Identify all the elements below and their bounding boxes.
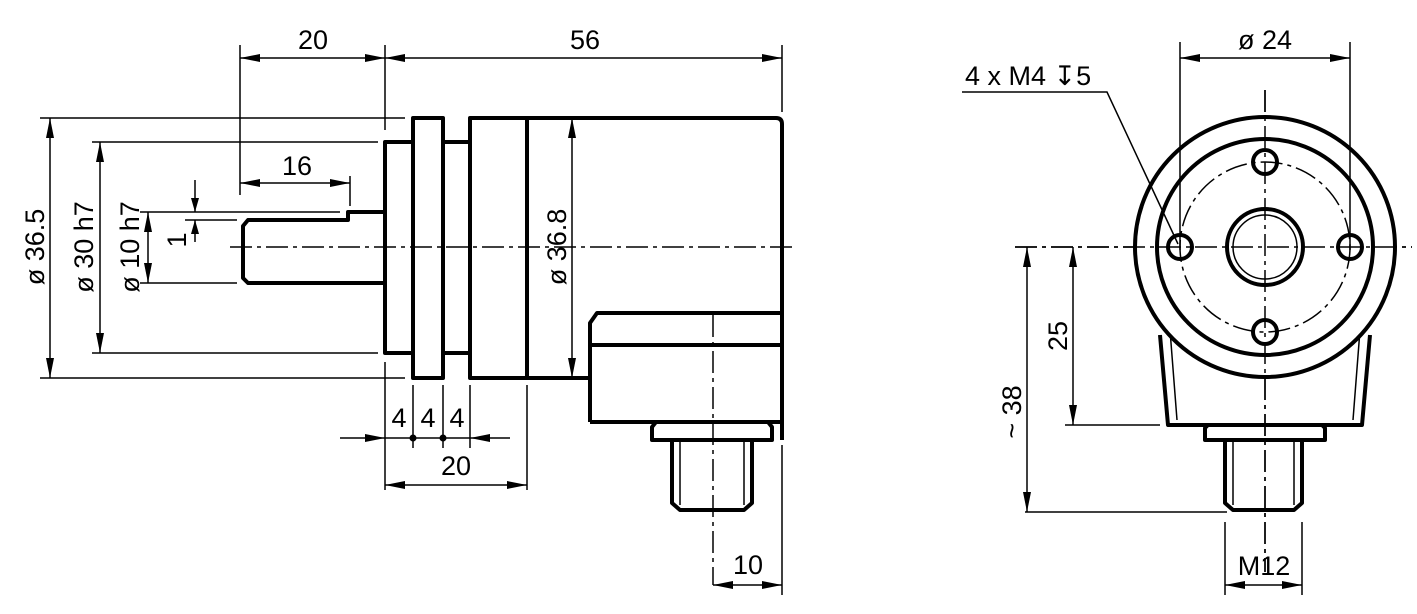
dim-bolt-circle: ø 24 <box>1238 25 1292 55</box>
dim-dia-body: ø 36.8 <box>542 209 572 286</box>
connector-housing <box>588 311 782 424</box>
flange-gap <box>443 140 470 355</box>
dim-dot <box>439 434 447 442</box>
main-body <box>527 116 784 440</box>
dim-connector-offset: 10 <box>733 550 763 580</box>
front-view: ø 24 4 x M4 ↧5 25 ~ 38 M12 <box>962 25 1412 595</box>
dim-flange-c: 4 <box>449 403 464 433</box>
dim-flange-total: 20 <box>441 451 471 481</box>
dim-dia-spigot: ø 30 h7 <box>69 201 99 293</box>
connector-thread <box>670 440 754 512</box>
flat-arrows <box>191 198 199 234</box>
leader-line <box>962 91 1179 245</box>
dim-flat-depth: 1 <box>162 232 192 247</box>
dim-overall-height: ~ 38 <box>997 385 1027 438</box>
dim-flange-b: 4 <box>420 403 435 433</box>
housing-inner-lines <box>1169 329 1361 421</box>
dim-dot <box>409 434 417 442</box>
dim-dia-outer: ø 36.5 <box>20 209 50 286</box>
body-ring <box>468 116 529 380</box>
shaft <box>241 210 385 285</box>
extension-lines <box>40 45 783 595</box>
dim-shaft-length: 20 <box>298 25 328 55</box>
thread-lines <box>1232 440 1295 505</box>
dim-connector-thread: M12 <box>1238 551 1291 581</box>
connector-nut <box>1203 423 1327 442</box>
thread-lines <box>679 440 745 505</box>
side-view: 20 56 ø 36.5 ø 30 h7 ø 10 h7 1 16 ø 36.8… <box>20 25 797 595</box>
dim-thread-holes: 4 x M4 ↧5 <box>965 61 1091 91</box>
dim-flange-a: 4 <box>391 403 406 433</box>
connector-nut <box>650 420 774 442</box>
dim-dia-shaft: ø 10 h7 <box>115 201 145 293</box>
extension-lines <box>1025 42 1351 595</box>
flange <box>411 116 445 380</box>
connector-thread <box>1223 440 1304 512</box>
dim-connector-height: 25 <box>1043 321 1073 351</box>
dim-body-length: 56 <box>570 25 600 55</box>
dim-flat-length: 16 <box>282 151 312 181</box>
